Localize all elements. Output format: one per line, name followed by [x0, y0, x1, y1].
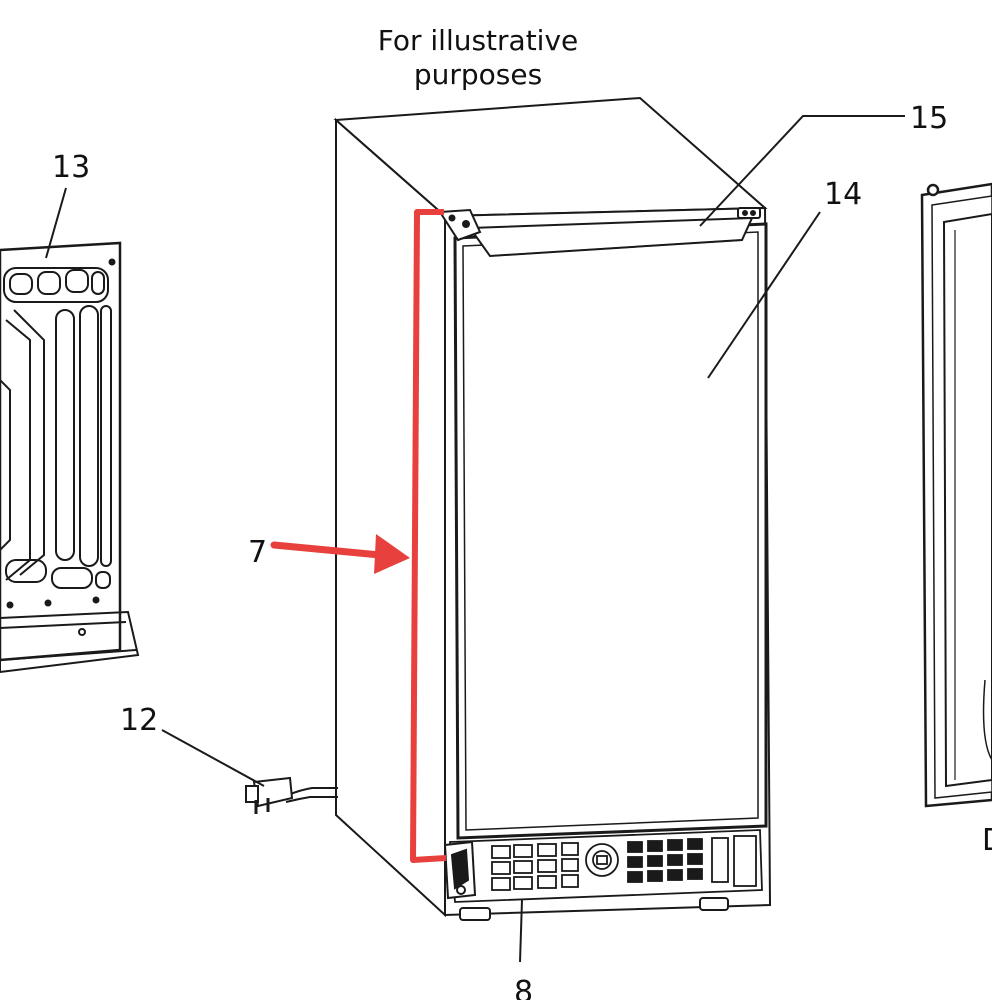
callout-13: 13 — [52, 150, 90, 185]
condenser-panel — [0, 241, 140, 674]
callout-12: 12 — [120, 703, 158, 738]
callout-15: 15 — [910, 101, 948, 136]
gasket-highlight — [410, 209, 447, 863]
partial-label-right: D — [982, 823, 992, 858]
callout-8: 8 — [514, 975, 533, 1000]
spare-door-partial — [920, 182, 992, 808]
door — [453, 216, 768, 840]
feet — [459, 897, 729, 921]
illustration-caption: For illustrative purposes — [377, 24, 579, 91]
bottom-hinge — [443, 840, 477, 900]
leader-lines — [45, 115, 905, 963]
bottom-grille — [449, 829, 763, 903]
callout-14: 14 — [824, 177, 862, 212]
top-hinge — [438, 207, 761, 242]
callout-arrow-icon — [270, 534, 410, 574]
callout-7: 7 — [248, 535, 267, 570]
